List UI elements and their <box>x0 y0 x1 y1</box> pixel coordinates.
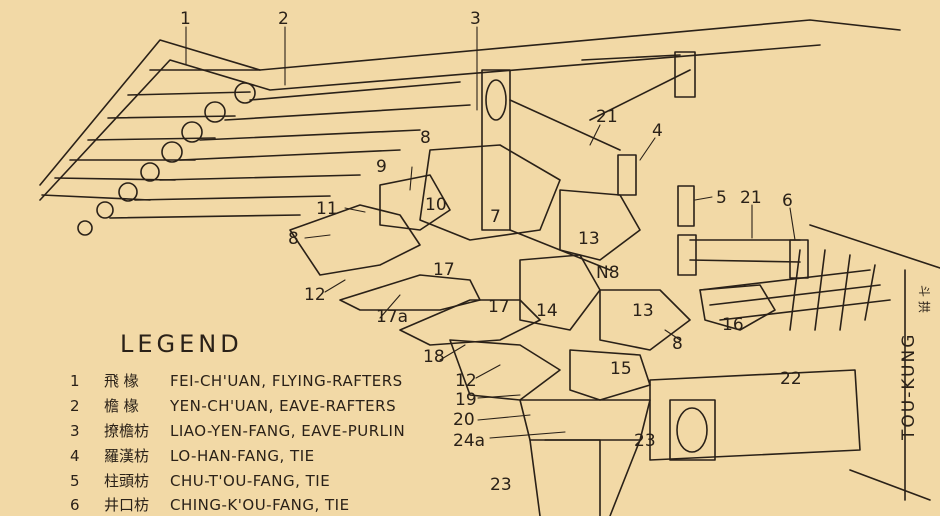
callout: 13 <box>632 301 654 321</box>
legend-item-number: 1 <box>70 372 80 390</box>
callout: 20 <box>453 410 475 430</box>
callout: 14 <box>536 301 558 321</box>
legend: LEGEND 1 飛 椽 FEI-CH'UAN, FLYING-RAFTERS … <box>70 330 405 514</box>
callout: 8 <box>288 229 299 249</box>
callout: 11 <box>316 199 338 219</box>
legend-item-chinese: 飛 椽 <box>104 372 139 390</box>
legend-item-text: YEN-CH'UAN, EAVE-RAFTERS <box>169 397 396 415</box>
legend-item-text: LIAO-YEN-FANG, EAVE-PURLIN <box>170 422 405 440</box>
callout: 19 <box>455 390 477 410</box>
callout: 15 <box>610 359 632 379</box>
callout-labels: 1 2 3 21 4 8 9 11 10 7 5 21 6 8 13 N8 17… <box>180 9 802 495</box>
callout: 12 <box>455 371 477 391</box>
flying-rafters <box>41 69 471 236</box>
callout: 10 <box>425 195 447 215</box>
callout: 17 <box>433 260 455 280</box>
callout: 21 <box>596 107 618 127</box>
legend-item-text: CHING-K'OU-FANG, TIE <box>170 496 350 514</box>
legend-item-chinese: 撩檐枋 <box>104 422 149 440</box>
callout: 17 <box>488 297 510 317</box>
callout: 13 <box>578 229 600 249</box>
legend-item-chinese: 柱頭枋 <box>104 472 149 490</box>
ceiling-grid <box>699 249 891 331</box>
callout: 8 <box>672 334 683 354</box>
legend-item-chinese: 檐 椽 <box>104 397 139 415</box>
callout: 3 <box>470 9 481 29</box>
drawing-linework <box>39 19 940 516</box>
legend-item-number: 3 <box>70 422 80 440</box>
legend-item: 6 井口枋 CHING-K'OU-FANG, TIE <box>70 496 350 514</box>
legend-item-text: LO-HAN-FANG, TIE <box>170 447 315 465</box>
callout: 21 <box>740 188 762 208</box>
legend-item: 4 羅漢枋 LO-HAN-FANG, TIE <box>70 447 315 465</box>
legend-item-chinese: 羅漢枋 <box>104 447 149 465</box>
legend-item-text: FEI-CH'UAN, FLYING-RAFTERS <box>170 372 403 390</box>
callout: 12 <box>304 285 326 305</box>
callout: 17a <box>376 307 408 327</box>
callout: 23 <box>490 475 512 495</box>
side-label: TOU-KUNG <box>899 333 919 441</box>
legend-item-number: 2 <box>70 397 80 415</box>
legend-item: 5 柱頭枋 CHU-T'OU-FANG, TIE <box>70 472 330 490</box>
leader-lines <box>185 26 796 439</box>
legend-item: 1 飛 椽 FEI-CH'UAN, FLYING-RAFTERS <box>70 372 403 390</box>
callout: 7 <box>490 207 501 227</box>
legend-item: 3 撩檐枋 LIAO-YEN-FANG, EAVE-PURLIN <box>70 422 405 440</box>
callout: N8 <box>596 263 620 283</box>
bracket-arms <box>289 144 776 351</box>
callout: 2 <box>278 9 289 29</box>
callout: 6 <box>782 191 793 211</box>
callout: 24a <box>453 431 485 451</box>
legend-title: LEGEND <box>120 330 243 358</box>
callout: 23 <box>634 431 656 451</box>
legend-item-number: 5 <box>70 472 80 490</box>
callout: 8 <box>420 128 431 148</box>
callout: 16 <box>722 315 744 335</box>
legend-item-chinese: 井口枋 <box>104 496 149 514</box>
side-label-zh: 斗 拱 <box>917 285 931 313</box>
callout: 5 <box>716 188 727 208</box>
callout: 9 <box>376 157 387 177</box>
callout: 1 <box>180 9 191 29</box>
legend-item: 2 檐 椽 YEN-CH'UAN, EAVE-RAFTERS <box>70 397 396 415</box>
callout: 4 <box>652 121 663 141</box>
legend-item-number: 4 <box>70 447 80 465</box>
legend-item-text: CHU-T'OU-FANG, TIE <box>170 472 330 490</box>
legend-item-number: 6 <box>70 496 80 514</box>
callout: 22 <box>780 369 802 389</box>
callout: 18 <box>423 347 445 367</box>
